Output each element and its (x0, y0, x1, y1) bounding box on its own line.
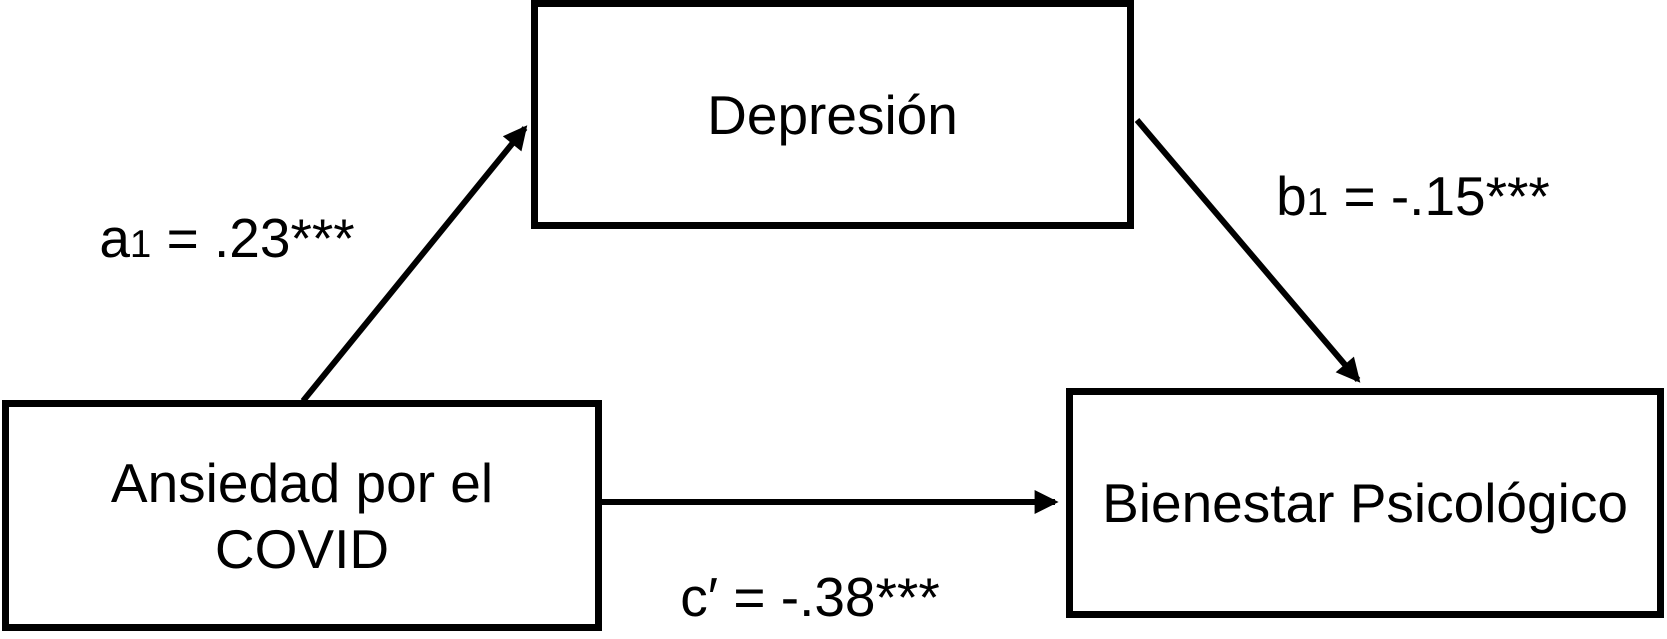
node-outcome-label: Bienestar Psicológico (1102, 472, 1628, 534)
path-a-var: a (99, 207, 130, 269)
node-predictor: Ansiedad por el COVID (2, 400, 602, 631)
path-a-value: = .23*** (151, 207, 355, 269)
path-c-value: = -.38*** (718, 566, 940, 628)
path-a-label: a1 = .23*** (99, 206, 354, 270)
path-c-label: c′ = -.38*** (680, 565, 939, 629)
path-a-subscript: 1 (129, 223, 152, 266)
node-mediator: Depresión (531, 0, 1134, 229)
path-c-var: c′ (680, 566, 719, 628)
node-outcome: Bienestar Psicológico (1066, 388, 1664, 618)
path-b-arrow (1134, 118, 1361, 383)
node-predictor-label: Ansiedad por el COVID (110, 451, 494, 580)
path-b-subscript: 1 (1306, 181, 1329, 224)
path-b-label: b1 = -.15*** (1276, 164, 1550, 228)
node-mediator-label: Depresión (707, 83, 958, 146)
path-b-var: b (1276, 165, 1307, 227)
path-b-value: = -.15*** (1328, 165, 1550, 227)
